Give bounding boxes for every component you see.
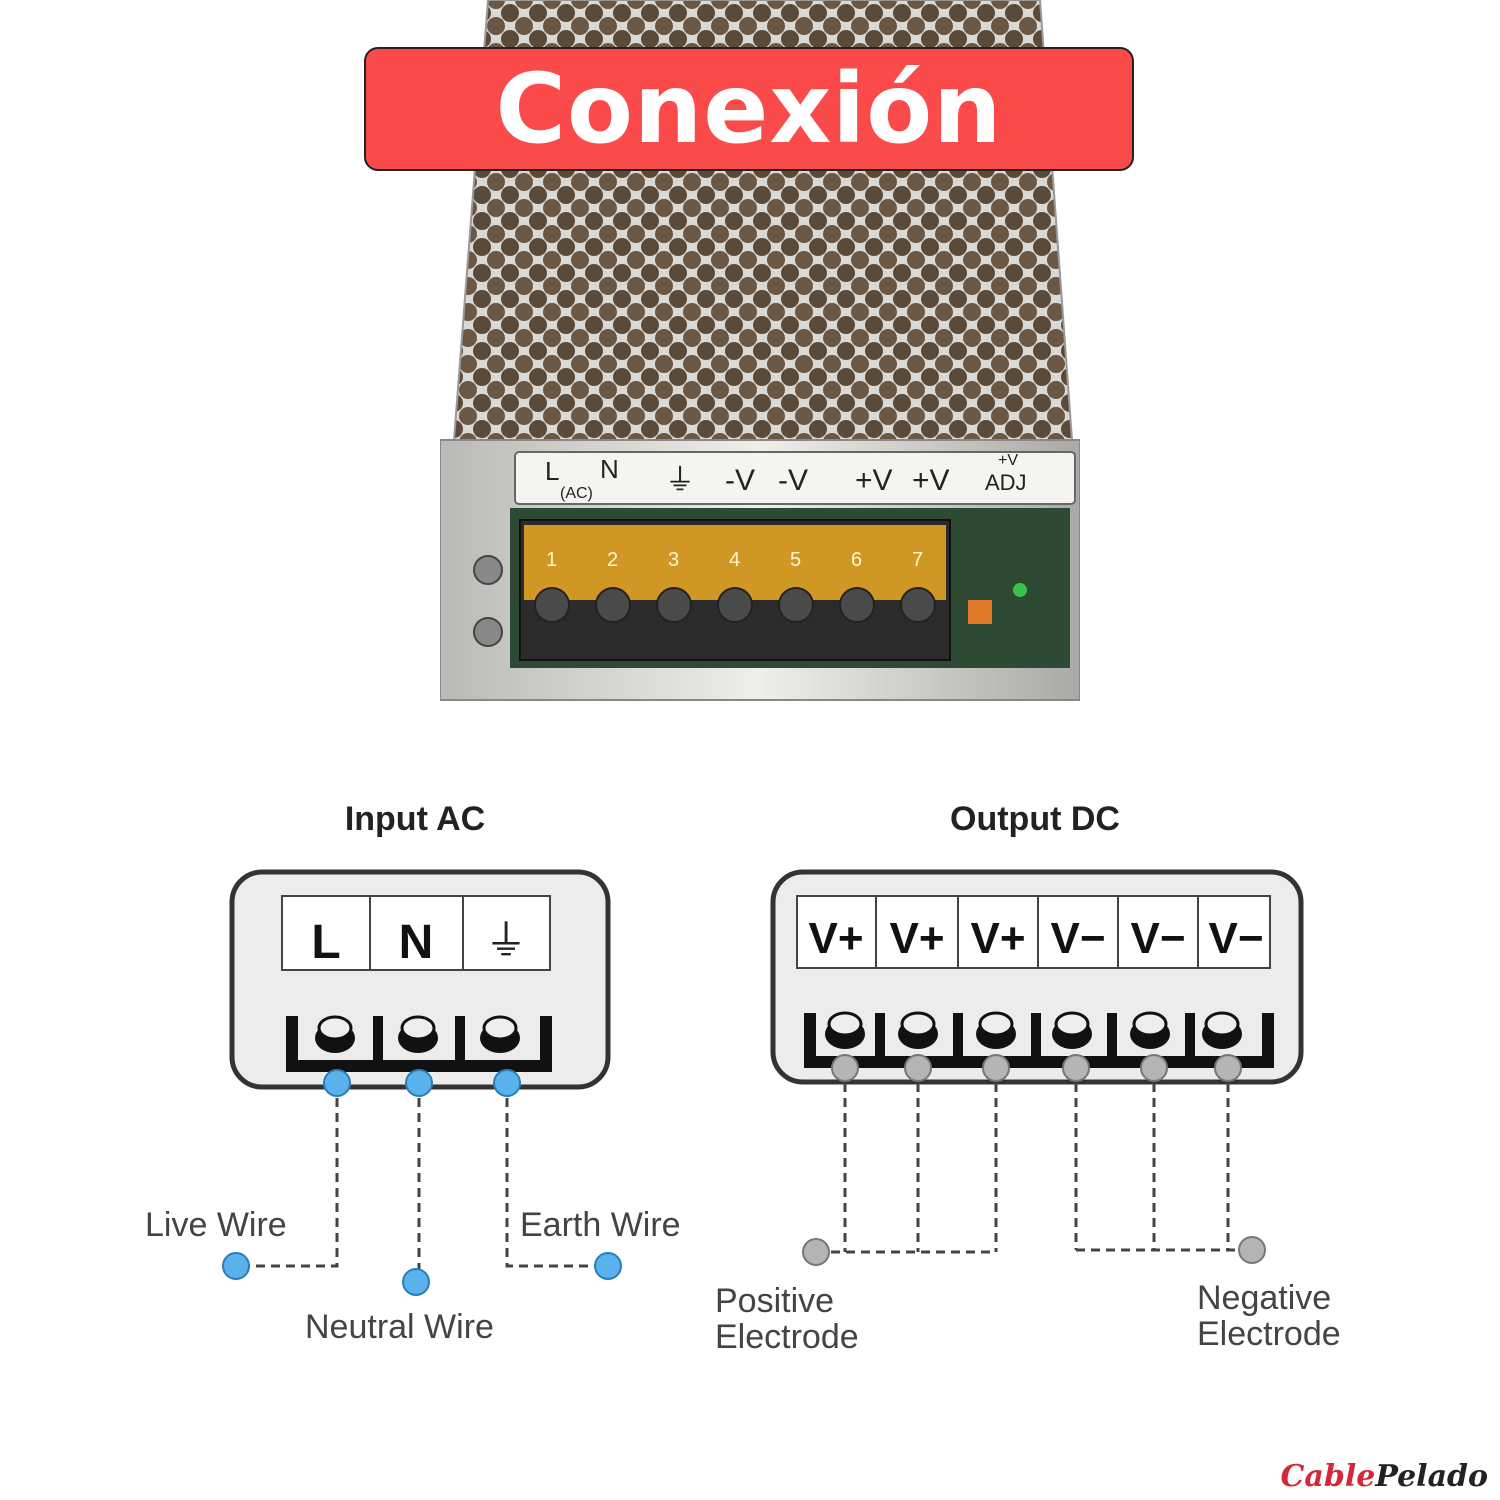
cablepelado-logo: CablePelado (1281, 1459, 1488, 1494)
label-pos-1: +V (855, 464, 893, 497)
label-ground-icon: ⏚ (665, 464, 695, 497)
negative-electrode-label: Negative (1197, 1279, 1331, 1317)
output-screws (825, 1011, 1242, 1049)
positive-electrode-label: Positive (715, 1282, 834, 1320)
logo-part-1: Cable (1280, 1459, 1376, 1494)
output-nodes (802, 1054, 1266, 1266)
terminal-number: 6 (851, 549, 862, 571)
input-heading: Input AC (345, 800, 485, 838)
label-l: L (545, 456, 559, 486)
earth-wire-label: Earth Wire (520, 1206, 681, 1244)
input-terminal-l: L (311, 916, 340, 969)
output-terminal-pos-3: V+ (970, 914, 1025, 963)
label-neg-1: -V (725, 464, 755, 497)
neutral-wire-label: Neutral Wire (305, 1308, 494, 1346)
negative-electrode-label-2: Electrode (1197, 1315, 1341, 1353)
output-terminal-pos-2: V+ (889, 914, 944, 963)
output-terminal-pos-1: V+ (808, 914, 863, 963)
input-screws (315, 1015, 520, 1053)
output-heading: Output DC (950, 800, 1120, 838)
terminal-number: 3 (668, 549, 679, 571)
label-pos-adj: +V (998, 452, 1018, 469)
terminal-number: 1 (546, 549, 557, 571)
label-pos-2: +V (912, 464, 950, 497)
logo-part-2: Pelado (1375, 1459, 1488, 1494)
output-terminal-neg-1: V− (1050, 914, 1105, 963)
terminal-number: 5 (790, 549, 801, 571)
live-wire-label: Live Wire (145, 1206, 287, 1244)
page-title: Conexión (495, 53, 1003, 165)
terminal-number: 4 (729, 549, 740, 571)
label-n: N (600, 454, 619, 484)
input-terminal-n: N (399, 916, 434, 969)
terminal-number: 7 (912, 549, 923, 571)
input-nodes (222, 1069, 622, 1296)
ground-icon: ⏚ (485, 916, 527, 965)
label-ac: (AC) (560, 485, 593, 502)
label-adj: ADJ (985, 470, 1027, 495)
positive-electrode-label-2: Electrode (715, 1318, 859, 1356)
terminal-number: 2 (607, 549, 618, 571)
output-terminal-neg-3: V− (1208, 914, 1263, 963)
label-neg-2: -V (778, 464, 808, 497)
output-terminal-neg-2: V− (1130, 914, 1185, 963)
title-banner: Conexión (364, 47, 1134, 171)
